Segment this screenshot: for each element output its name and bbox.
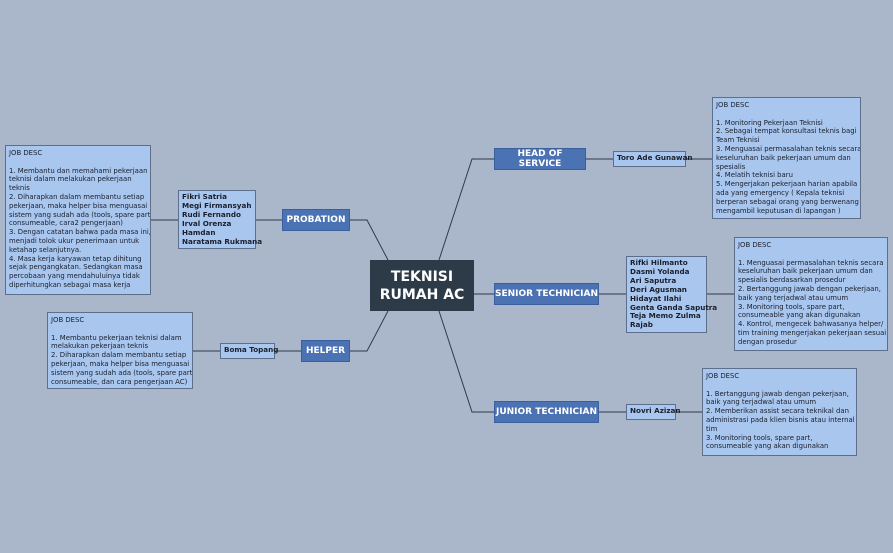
job-desc-line: ketahap selanjutnya.: [9, 245, 82, 254]
job-desc-line: 3. Monitoring tools, spare part,: [706, 433, 813, 442]
job-desc-line: melakukan pekerjaan teknis: [51, 342, 149, 351]
job-desc-line: 4. Masa kerja karyawan tetap dihitung: [9, 254, 142, 263]
job-desc-line: 3. Dengan catatan bahwa pada masa ini,: [9, 228, 151, 237]
probation-names[interactable]: Fikri Satria Megi Firmansyah Rudi Fernan…: [178, 190, 263, 249]
job-desc-line: menjadi tolok ukur penerimaan untuk: [9, 236, 140, 245]
job-desc-line: 1. Bertanggung jawab dengan pekerjaan,: [706, 389, 849, 398]
job-desc-title: JOB DESC: [706, 372, 740, 380]
job-desc-line: 1. Membantu pekerjaan teknisi dalam: [51, 333, 182, 342]
name-item: Hidayat Ilahi: [630, 293, 682, 303]
name-item: Irval Orenza: [182, 218, 232, 228]
job-desc-line: percobaan yang mendahuluinya tidak: [9, 272, 140, 281]
head-of-service-names[interactable]: Toro Ade Gunawan: [613, 151, 693, 167]
probation-job-desc[interactable]: JOB DESC 1. Membantu dan memahami pekerj…: [5, 145, 151, 295]
branch-head-of-service[interactable]: HEAD OF SERVICE: [494, 148, 586, 170]
link-center-head: [438, 158, 494, 261]
name-item: Rifki Hilmanto: [630, 258, 688, 267]
link-center-junior: [438, 310, 494, 413]
helper-names[interactable]: Boma Topang: [220, 343, 279, 359]
name-item: Rajab: [630, 320, 653, 330]
helper-job-desc[interactable]: JOB DESC 1. Membantu pekerjaan teknisi d…: [47, 312, 193, 389]
job-desc-line: 1. Monitoring Pekerjaan Teknisi: [716, 118, 823, 127]
job-desc-line: 2. Diharapkan dalam membantu setiap: [51, 351, 187, 360]
job-desc-line: spesialis berdasarkan prosedur: [738, 276, 846, 285]
head-of-service-job-desc[interactable]: JOB DESC 1. Monitoring Pekerjaan Teknisi…: [712, 97, 861, 219]
branch-junior-technician[interactable]: JUNIOR TECHNICIAN: [494, 401, 599, 423]
branch-probation[interactable]: PROBATION: [282, 209, 350, 231]
job-desc-line: sejak pengangkatan. Sedangkan masa: [9, 263, 143, 272]
job-desc-title: JOB DESC: [716, 101, 750, 109]
job-desc-line: consumeable, dan cara pengerjaan AC): [51, 377, 188, 386]
job-desc-line: consumeable yang akan digunakan: [738, 311, 861, 320]
job-desc-line: 5. Mengerjakan pekerjaan harian apabila: [716, 180, 858, 189]
senior-technician-names[interactable]: Rifki Hilmanto Dasmi Yolanda Ari Saputra…: [626, 256, 718, 333]
job-desc-line: 3. Menguasai permasalahan teknis secara: [716, 144, 861, 153]
job-desc-line: 4. Melatih teknisi baru: [716, 171, 793, 180]
job-desc-line: baik yang terjadwal atau umum: [738, 293, 849, 302]
job-desc-line: baik yang terjadwal atau umum: [706, 398, 817, 407]
job-desc-line: 2. Bertanggung jawab dengan pekerjaan,: [738, 284, 881, 293]
name-item: Naratama Rukmana: [182, 236, 263, 246]
job-desc-line: berperan sebagai orang yang berwenang: [716, 197, 859, 206]
job-desc-line: teknis: [9, 184, 30, 193]
job-desc-line: Team Teknisi: [716, 136, 760, 145]
job-desc-title: JOB DESC: [51, 316, 85, 324]
job-desc-line: 2. Sebagai tempat konsultasi teknis bagi: [716, 127, 857, 136]
job-desc-line: 3. Monitoring tools, spare part,: [738, 302, 845, 311]
job-desc-line: pekerjaan, maka helper bisa menguasai: [9, 201, 148, 210]
job-desc-line: consumeable yang akan digunakan: [706, 442, 829, 451]
job-desc-line: administrasi pada klien bisnis atau inte…: [706, 415, 855, 424]
job-desc-line: 1. Membantu dan memahami pekerjaan: [9, 166, 148, 175]
name-item: Rudi Fernando: [182, 209, 241, 219]
job-desc-line: tim training mengerjakan pekerjaan sesua…: [738, 328, 887, 337]
name-item: Toro Ade Gunawan: [617, 153, 693, 162]
job-desc-line: 1. Menguasai permasalahan teknis secara: [738, 258, 884, 267]
job-desc-line: mengambil keputusan di lapangan ): [716, 206, 841, 215]
name-item: Fikri Satria: [182, 192, 227, 201]
job-desc-line: pekerjaan, maka helper bisa menguasai: [51, 359, 190, 368]
link-center-probation: [350, 219, 389, 261]
name-item: Dasmi Yolanda: [630, 266, 690, 276]
job-desc-line: sistem yang sudah ada (tools, spare part…: [51, 368, 193, 377]
job-desc-line: consumeable, cara2 pengerjaan): [9, 219, 123, 228]
junior-technician-names[interactable]: Novri Azizan: [626, 404, 681, 420]
job-desc-title: JOB DESC: [738, 241, 772, 249]
name-item: Deri Agusman: [630, 284, 687, 294]
name-item: Genta Ganda Saputra: [630, 302, 718, 312]
job-desc-line: diperhitungkan sebagai masa kerja: [9, 280, 131, 289]
job-desc-line: dengan prosedur: [738, 337, 797, 346]
name-item: Teja Memo Zulma: [630, 311, 701, 321]
branch-helper[interactable]: HELPER: [301, 340, 350, 362]
job-desc-line: tim: [706, 424, 718, 433]
name-item: Megi Firmansyah: [182, 200, 252, 210]
job-desc-line: 2. Diharapkan dalam membantu setiap: [9, 192, 145, 201]
name-item: Hamdan: [182, 227, 216, 237]
job-desc-line: ada yang emergency ( Kepala teknisi: [716, 188, 845, 197]
job-desc-line: 4. Kontrol, mengecek bahwasanya helper/: [738, 320, 884, 329]
central-topic[interactable]: TEKNISI RUMAH AC: [370, 260, 474, 311]
branch-senior-technician[interactable]: SENIOR TECHNICIAN: [494, 283, 599, 305]
name-item: Novri Azizan: [630, 406, 681, 415]
job-desc-line: keseluruhan baik pekerjaan umum dan: [738, 267, 873, 276]
job-desc-line: keseluruhan baik pekerjaan umum dan: [716, 153, 851, 162]
junior-technician-job-desc[interactable]: JOB DESC 1. Bertanggung jawab dengan pek…: [702, 368, 857, 456]
name-item: Boma Topang: [224, 345, 279, 354]
link-center-helper: [350, 310, 389, 352]
job-desc-line: 2. Memberikan assist secara teknikal dan: [706, 407, 849, 416]
job-desc-line: teknisi dalam melakukan pekerjaan: [9, 175, 132, 184]
name-item: Ari Saputra: [630, 275, 677, 285]
job-desc-title: JOB DESC: [9, 149, 43, 157]
senior-technician-job-desc[interactable]: JOB DESC 1. Menguasai permasalahan tekni…: [734, 237, 888, 351]
job-desc-line: sistem yang sudah ada (tools, spare part…: [9, 210, 151, 219]
job-desc-line: spesialis: [716, 162, 746, 171]
